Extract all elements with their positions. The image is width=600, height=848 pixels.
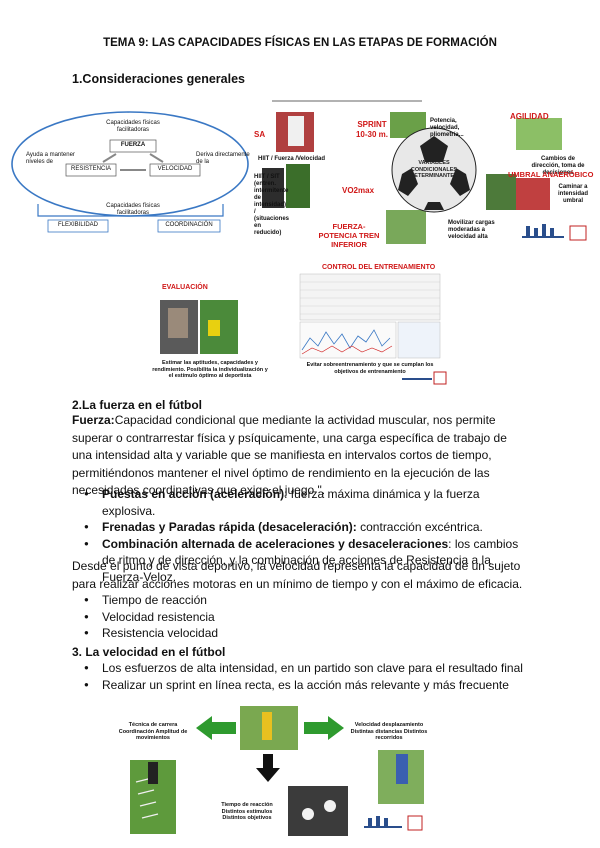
list-item: Puestas en acción (aceleración): fuerza …	[72, 486, 532, 519]
bullet-bold: Puestas en acción (aceleración)	[102, 487, 285, 501]
movilizar-note: Movilizar cargas moderadas a velocidad a…	[448, 220, 495, 240]
top-facilitators-label: Capacidades físicas facilitadoras	[106, 120, 160, 133]
hiit2-note: HIIT / SIT (entren. intermitente de inte…	[254, 174, 290, 236]
bullet-text: : fuerza máxima dinámica y la fuerza exp…	[102, 487, 480, 518]
bullet-text: contracción excéntrica.	[356, 520, 483, 534]
right-note: Deriva directamente de la	[196, 152, 250, 165]
bullet-bold: Frenadas y Paradas rápida (desaceleració…	[102, 520, 357, 534]
list-item: Combinación alternada de aceleraciones y…	[72, 536, 532, 586]
fuerza-potencia-label: FUERZA-POTENCIA TREN INFERIOR	[318, 222, 380, 249]
velocidad-box: VELOCIDAD	[157, 166, 193, 172]
fuerza-definition-text: Capacidad condicional que mediante la ac…	[72, 413, 507, 497]
velocity-figure: Técnica de carrera Coordinación Amplitud…	[112, 702, 457, 840]
figure2-graphics	[262, 100, 587, 244]
bottom-facilitators-label: Capacidades físicas facilitadoras	[106, 203, 160, 216]
center-label: VARIABLES CONDICIONALES DETERMINANTES	[410, 160, 458, 179]
velocidad-list: Tiempo de reacción Velocidad resistencia…	[72, 592, 532, 642]
section1-heading: 1.Consideraciones generales	[72, 72, 245, 86]
section2-heading: 2.La fuerza en el fútbol	[72, 398, 203, 412]
sprint-title: SPRINT	[357, 120, 387, 129]
cambios-note: Cambios de dirección, toma de decisiones	[531, 156, 585, 176]
velocidad-desplazamiento-caption: Velocidad desplazamiento Distintas dista…	[350, 722, 428, 741]
capacities-diagram: Capacidades físicas facilitadoras FUERZA…	[8, 104, 253, 244]
tecnica-caption: Técnica de carrera Coordinación Amplitud…	[118, 722, 188, 741]
umbral-label: UMBRAL ANAERÓBICO	[508, 170, 594, 179]
caminar-note: Caminar a intensidad umbral	[557, 184, 588, 204]
flexibilidad-box: FLEXIBILIDAD	[57, 222, 98, 228]
list-item: Resistencia velocidad	[72, 625, 532, 642]
fuerza-term: Fuerza:	[72, 413, 115, 427]
figure3-graphics	[160, 273, 447, 385]
evaluation-figure: EVALUACIÓN Estimar las aptitudes, capaci…	[150, 260, 450, 388]
evaluacion-caption: Estimar las aptitudes, capacidades y ren…	[152, 360, 268, 379]
list-item: Frenadas y Paradas rápida (desaceleració…	[72, 519, 532, 536]
list-item: Velocidad resistencia	[72, 609, 532, 626]
agilidad-label: AGILIDAD	[510, 112, 549, 121]
velocidad-paragraph: Desde el punto de vista deportivo, la ve…	[72, 559, 523, 591]
sa-label: SA	[254, 130, 266, 139]
coordinacion-box: COORDINACIÓN	[165, 222, 213, 228]
tiempo-reaccion-caption: Tiempo de reacción Distintos estímulos D…	[221, 802, 273, 821]
section3-heading: 3. La velocidad en el fútbol	[72, 645, 226, 659]
control-label: CONTROL DEL ENTRENAMIENTO	[322, 264, 436, 271]
figure4-graphics	[130, 706, 424, 836]
control-caption: Evitar sobreentrenamiento y que se cumpl…	[306, 362, 434, 375]
vo2max-label: VO2max	[342, 186, 375, 195]
list-item: Los esfuerzos de alta intensidad, en un …	[72, 660, 542, 677]
fuerza-bullets: Puestas en acción (aceleración): fuerza …	[72, 486, 532, 585]
evaluacion-label: EVALUACIÓN	[162, 284, 208, 291]
hiit-note: HIIT / Fuerza /Velocidad	[258, 156, 326, 162]
capacities-diagram-lines	[11, 111, 249, 233]
section3-list: Los esfuerzos de alta intensidad, en un …	[72, 660, 542, 693]
resistencia-box: RESISTENCIA	[70, 166, 111, 172]
bullet-bold: Combinación alternada de aceleraciones y…	[102, 536, 449, 551]
fuerza-box: FUERZA	[120, 142, 146, 148]
left-note: Ayuda a mantener niveles de	[26, 152, 75, 165]
list-item: Realizar un sprint en línea recta, es la…	[72, 677, 542, 694]
sprint-range: 10-30 m.	[355, 130, 389, 139]
page-title: TEMA 9: LAS CAPACIDADES FÍSICAS EN LAS E…	[103, 37, 497, 49]
potencia-note: Potencia, velocidad, pliometría...	[430, 118, 464, 138]
list-item: Tiempo de reacción	[72, 592, 532, 609]
bullet-text: : los cambios de ritmo y de dirección, y…	[102, 536, 519, 584]
